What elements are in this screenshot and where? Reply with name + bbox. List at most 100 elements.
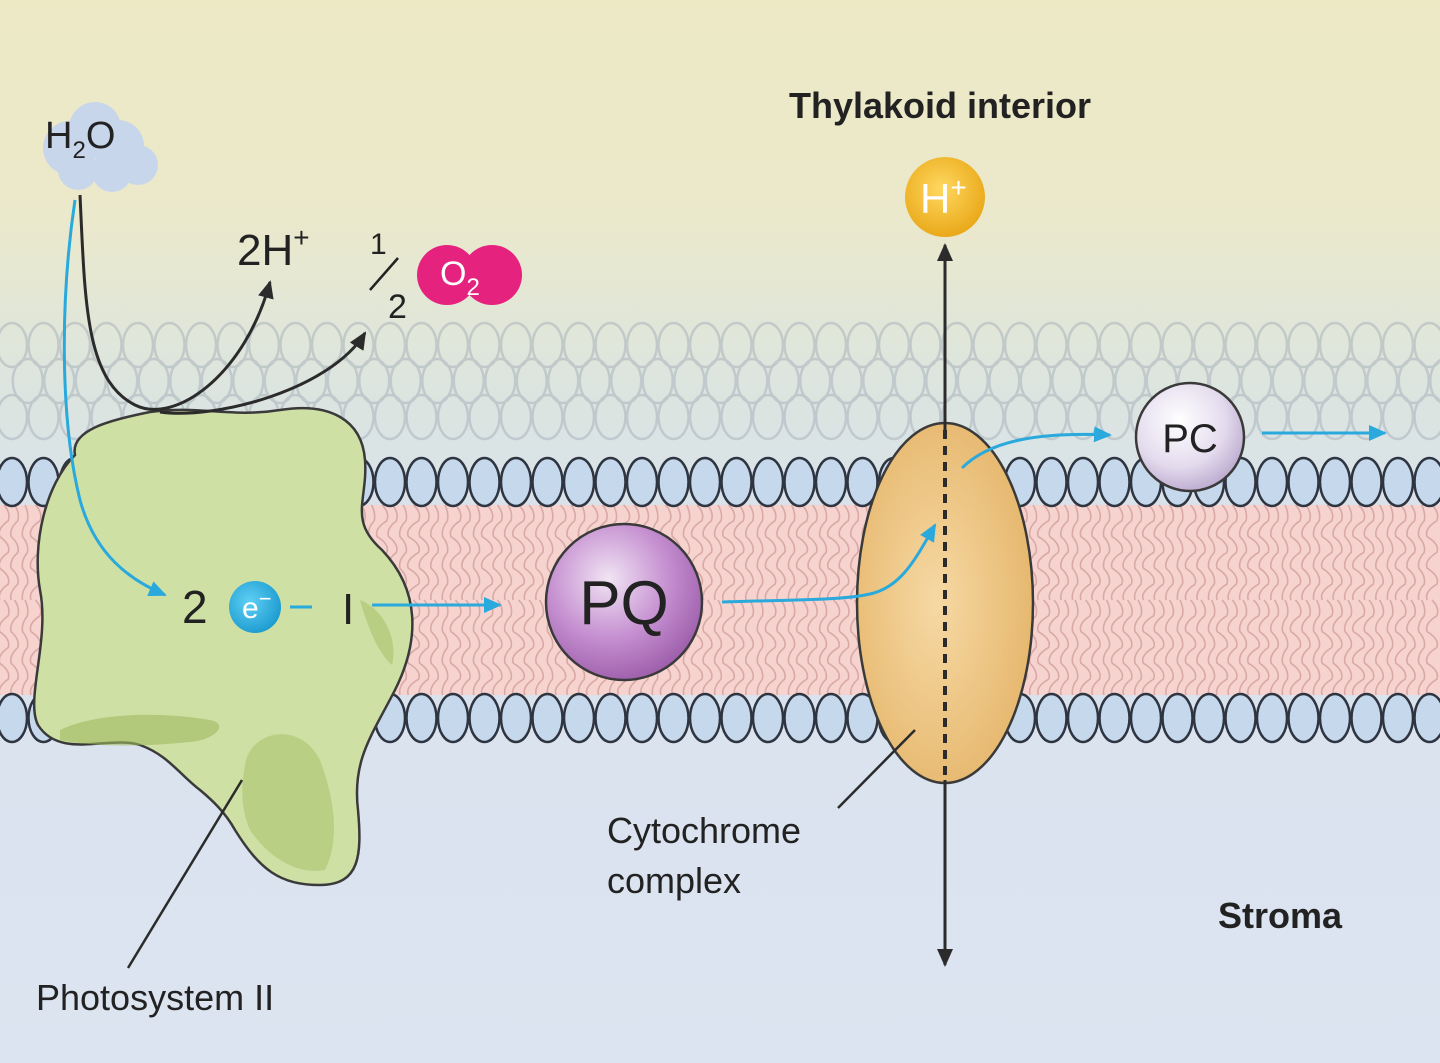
lipid-head [1287, 321, 1320, 369]
lipid-head [1350, 692, 1383, 744]
lipid-tail [1394, 504, 1407, 601]
lipid-head [594, 456, 627, 508]
lipid-head [1255, 456, 1289, 508]
lipid-head [830, 357, 863, 405]
lipid-tail [1215, 599, 1229, 696]
lipid-tail [1071, 599, 1079, 696]
lipid-tail [1312, 504, 1321, 601]
lipid-tail [534, 504, 545, 601]
lipid-head [452, 357, 485, 405]
lipid-head [751, 393, 785, 441]
lipid-head [27, 321, 60, 369]
lipid-head [1255, 393, 1289, 441]
lipid-tail [713, 504, 723, 601]
lipid-tail [1238, 599, 1248, 696]
lipid-tail [1207, 504, 1216, 601]
lipid-head [310, 321, 344, 369]
oxygen-fraction-numerator: 1 [370, 228, 387, 261]
lipid-head [1051, 357, 1084, 405]
lipid-tail [1246, 504, 1261, 601]
oxygen-release: 1 2 O2 [369, 228, 522, 326]
svg-text:e−: e− [242, 586, 272, 625]
lipid-head [625, 393, 659, 441]
lipid-tail [764, 504, 777, 601]
cytochrome-to-pc-arrow [960, 426, 1112, 470]
lipid-tail [1301, 599, 1312, 696]
lipid-tail [1215, 504, 1229, 601]
lipid-head [436, 393, 470, 441]
lipid-tail [503, 504, 513, 601]
lipid-head [499, 393, 533, 441]
lipid-head [1098, 321, 1131, 369]
lipid-head [1429, 359, 1440, 403]
lipid-head [153, 321, 186, 369]
lipid-head [1098, 692, 1131, 744]
lipid-head [704, 357, 737, 405]
lipid-head [1318, 692, 1352, 744]
water-to-electron-arrow [62, 199, 167, 597]
lipid-head [1192, 692, 1226, 744]
lipid-head [972, 393, 1005, 441]
lipid-tail [480, 599, 494, 696]
lipid-tail [721, 599, 736, 696]
lipid-tail [1374, 599, 1385, 696]
lipid-head [531, 456, 564, 508]
lipid-tail [441, 599, 449, 696]
lipid-tail [1028, 504, 1038, 601]
lipid-tail [523, 504, 535, 601]
lipid-tail [756, 504, 764, 601]
lipid-tail [429, 504, 440, 601]
lipid-head [972, 321, 1005, 369]
svg-text:H2O: H2O [45, 115, 115, 164]
lipid-tail [1406, 504, 1417, 601]
electron-pair: 2 e− I [182, 581, 354, 634]
lipid-tail [418, 599, 430, 696]
lipid-head [1255, 321, 1289, 369]
lipid-tail [1153, 504, 1165, 601]
lipid-tail [1048, 599, 1060, 696]
lipid-tail [1164, 599, 1175, 696]
lipid-tail [1059, 599, 1070, 696]
photosystem-label: Photosystem II [36, 977, 274, 1018]
lipid-head [531, 692, 564, 744]
lipid-head [562, 393, 596, 441]
lipid-head [846, 456, 879, 508]
lipid-head [436, 321, 470, 369]
lipid-tail [1269, 599, 1280, 696]
lipid-head [625, 321, 659, 369]
lipid-tail [1176, 504, 1184, 601]
lipid-head [1350, 456, 1383, 508]
lipid-tail [449, 599, 462, 696]
lipid-tail [1227, 599, 1238, 696]
lipid-head [1224, 692, 1257, 744]
lipid-tail [1071, 504, 1079, 601]
lipid-tail [1289, 599, 1302, 696]
lipid-head [1397, 357, 1430, 405]
lipid-tail [1320, 504, 1334, 601]
lipid-tail [795, 599, 809, 696]
lipid-tail [0, 599, 10, 695]
lipid-head [1192, 321, 1226, 369]
lipid-head [1066, 393, 1100, 441]
lipid-head [216, 321, 249, 369]
lipid-tail [1394, 599, 1407, 696]
lipid-tail [764, 599, 777, 696]
lipid-head [799, 357, 832, 405]
lipid-head [594, 393, 627, 441]
water-splitting-arrows [78, 194, 367, 415]
protons-coef: 2 [237, 226, 261, 275]
lipid-tail [1028, 599, 1038, 696]
lipid-head [720, 692, 753, 744]
lipid-tail [721, 504, 736, 601]
lipid-tail [1122, 504, 1133, 601]
lipid-head [720, 321, 753, 369]
lipid-head [468, 321, 501, 369]
lipid-tail [818, 504, 828, 601]
stroma-label: Stroma [1218, 895, 1343, 936]
lipid-head [673, 357, 706, 405]
lipid-head [121, 321, 155, 369]
lipid-head [358, 357, 391, 405]
lipid-head [405, 321, 438, 369]
lipid-tail [1102, 599, 1111, 696]
lipid-head [531, 393, 564, 441]
